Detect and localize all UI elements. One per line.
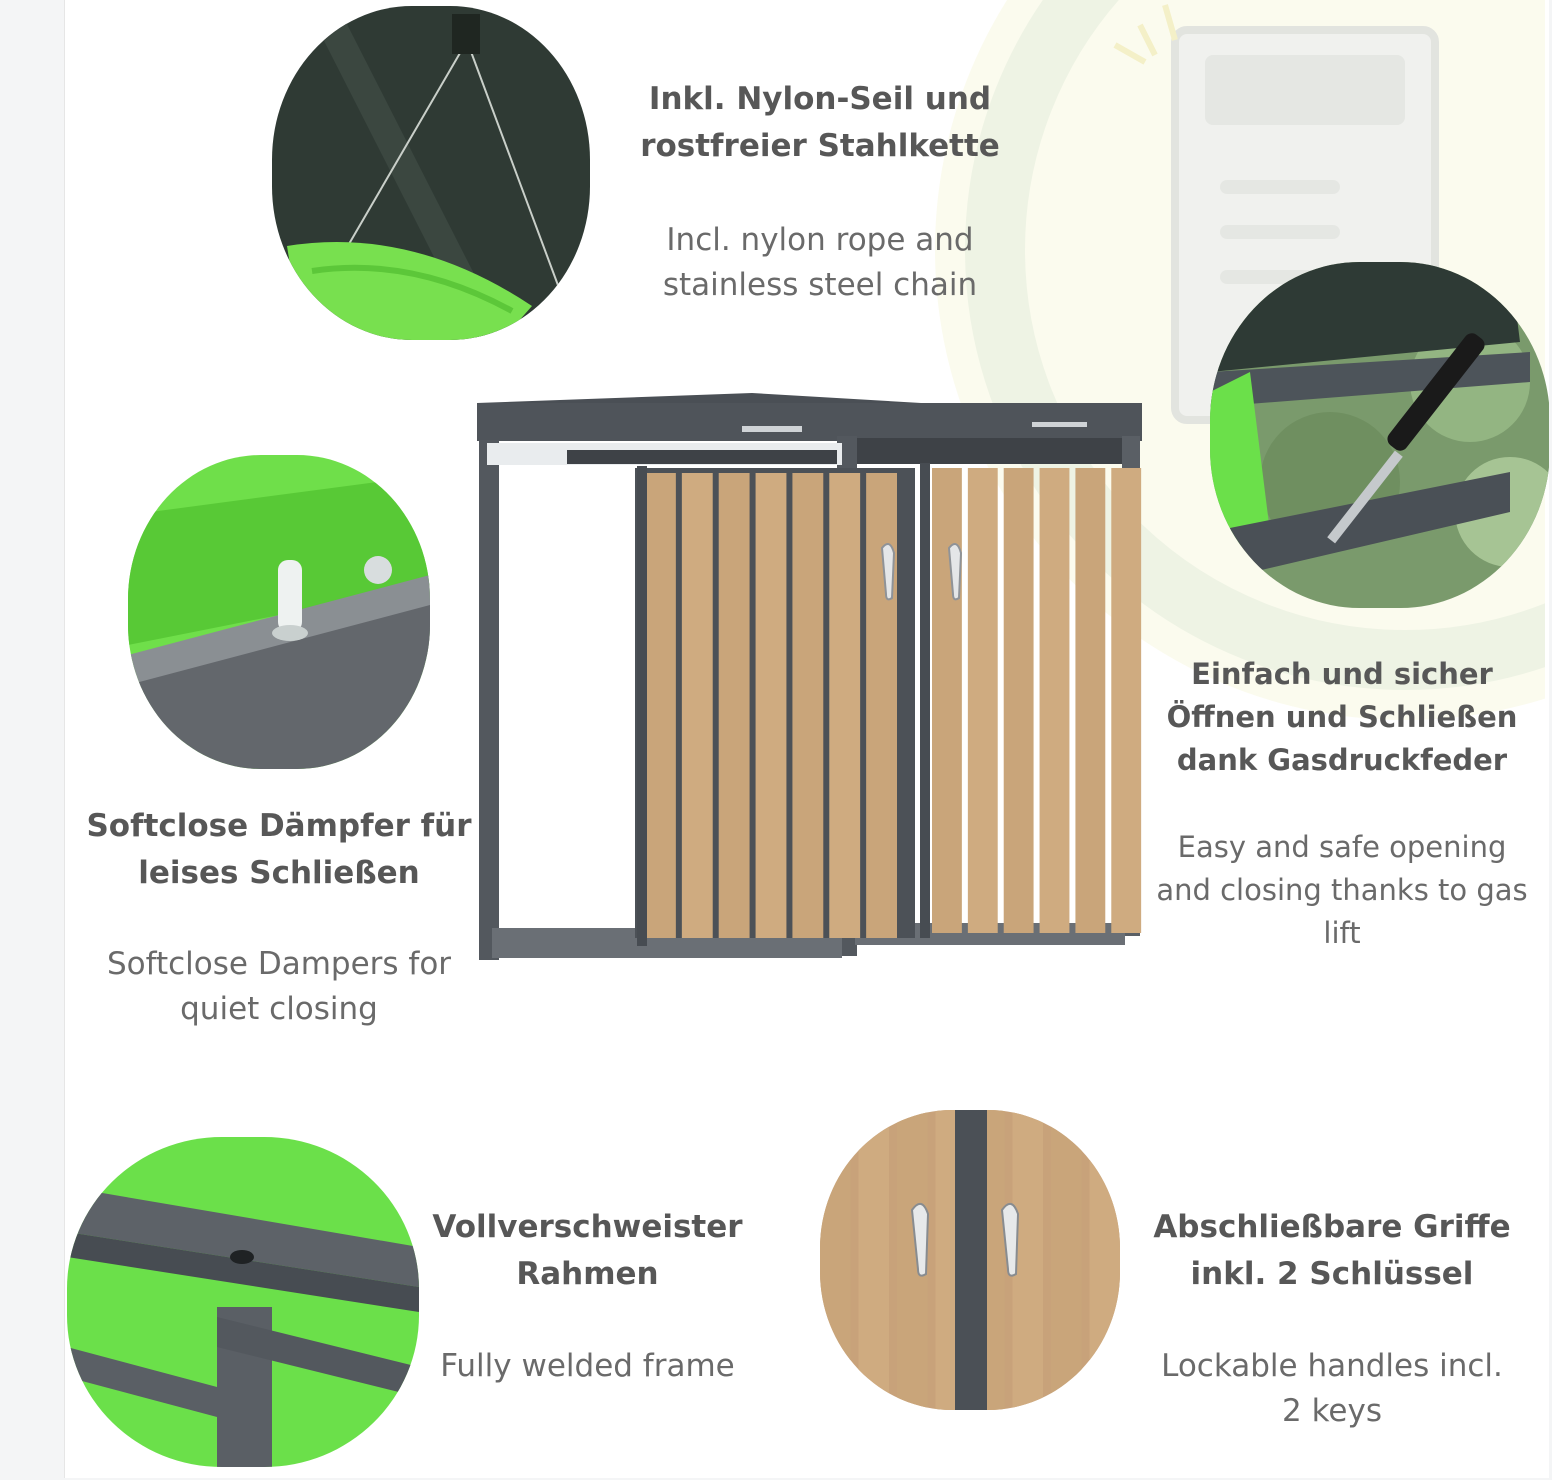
frame-feature-title: Vollverschweister Rahmen: [400, 1204, 775, 1298]
rope-feature-text: Inkl. Nylon-Seil und rostfreier Stahlket…: [595, 76, 1045, 308]
wood-slat: [858, 1110, 889, 1410]
wood-slat: [1003, 468, 1034, 933]
frame-title-line-2: Rahmen: [516, 1256, 659, 1292]
handles-subtitle-line-2: 2 keys: [1282, 1393, 1382, 1429]
wood-slat: [718, 473, 750, 938]
rope-subtitle-line-2: stainless steel chain: [662, 267, 978, 303]
rope-chain-photo: [272, 6, 590, 340]
rope-title-line-2: rostfreier Stahlkette: [640, 128, 1000, 164]
frame-title-line-1: Vollverschweister: [432, 1209, 743, 1245]
wood-slat: [681, 473, 713, 938]
handles-feature-text: Abschließbare Griffe inkl. 2 Schlüssel L…: [1132, 1204, 1532, 1434]
wood-slat: [829, 473, 861, 938]
handles-title-line-1: Abschließbare Griffe: [1153, 1209, 1511, 1245]
softclose-title-line-1: Softclose Dämpfer für: [86, 808, 472, 844]
wood-slat: [1075, 468, 1106, 933]
wood-slat: [1051, 1110, 1082, 1410]
wood-slat: [967, 468, 998, 933]
welded-frame-photo: [67, 1137, 419, 1467]
wood-slat: [820, 1110, 851, 1410]
frame-feature-subtitle: Fully welded frame: [400, 1344, 775, 1389]
rope-subtitle-line-1: Incl. nylon rope and: [666, 222, 974, 258]
wood-slat: [1012, 1110, 1043, 1410]
wood-slat: [1089, 1110, 1120, 1410]
rope-title-line-1: Inkl. Nylon-Seil und: [648, 81, 992, 117]
softclose-subtitle-line-2: quiet closing: [180, 991, 378, 1027]
softclose-feature-subtitle: Softclose Dampers for quiet closing: [65, 942, 493, 1032]
product-feature-page: Inkl. Nylon-Seil und rostfreier Stahlket…: [64, 0, 1549, 1478]
gaslift-feature-subtitle: Easy and safe opening and closing thanks…: [1132, 826, 1549, 955]
wood-slat: [1039, 468, 1070, 933]
gaslift-title-line-1: Einfach und sicher: [1191, 657, 1493, 691]
gas-spring-photo: [1210, 262, 1549, 608]
frame-feature-text: Vollverschweister Rahmen Fully welded fr…: [400, 1204, 775, 1389]
gaslift-feature-text: Einfach und sicher Öffnen und Schließen …: [1132, 653, 1549, 955]
bin-shelter-image: [477, 393, 1142, 960]
handles-feature-title: Abschließbare Griffe inkl. 2 Schlüssel: [1132, 1204, 1532, 1298]
gaslift-title-line-3: dank Gasdruckfeder: [1176, 743, 1508, 777]
rope-feature-subtitle: Incl. nylon rope and stainless steel cha…: [595, 218, 1045, 308]
gaslift-subtitle-line-2: and closing thanks to gas: [1156, 873, 1528, 907]
wood-slat: [932, 468, 962, 933]
frame-subtitle-line-1: Fully welded frame: [440, 1348, 735, 1384]
wood-slat: [866, 473, 897, 938]
softclose-feature-text: Softclose Dämpfer für leises Schließen S…: [65, 803, 493, 1032]
wood-slat: [792, 473, 824, 938]
wood-slat: [755, 473, 787, 938]
handles-title-line-2: inkl. 2 Schlüssel: [1190, 1256, 1474, 1292]
handles-subtitle-line-1: Lockable handles incl.: [1161, 1348, 1503, 1384]
softclose-subtitle-line-1: Softclose Dampers for: [106, 946, 452, 982]
damper-photo: [128, 455, 430, 769]
handles-feature-subtitle: Lockable handles incl. 2 keys: [1132, 1344, 1532, 1434]
handles-photo: [820, 1110, 1120, 1410]
softclose-title-line-2: leises Schließen: [138, 855, 420, 891]
gaslift-subtitle-line-3: lift: [1323, 916, 1361, 950]
wood-slat: [645, 473, 676, 938]
softclose-feature-title: Softclose Dämpfer für leises Schließen: [65, 803, 493, 897]
gaslift-subtitle-line-1: Easy and safe opening: [1177, 830, 1507, 864]
rope-feature-title: Inkl. Nylon-Seil und rostfreier Stahlket…: [595, 76, 1045, 170]
wood-slat: [1111, 468, 1142, 933]
gaslift-title-line-2: Öffnen und Schließen: [1166, 700, 1518, 734]
gaslift-feature-title: Einfach und sicher Öffnen und Schließen …: [1132, 653, 1549, 782]
